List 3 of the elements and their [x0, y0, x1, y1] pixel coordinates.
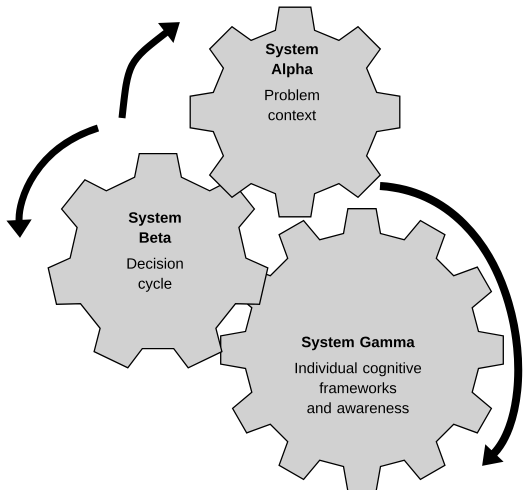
gear: System Gamma Individual cognitive frameworks and awareness [220, 208, 504, 490]
gear: System Alpha Problem context [190, 6, 400, 218]
gear: System Beta Decision cycle [47, 152, 269, 369]
